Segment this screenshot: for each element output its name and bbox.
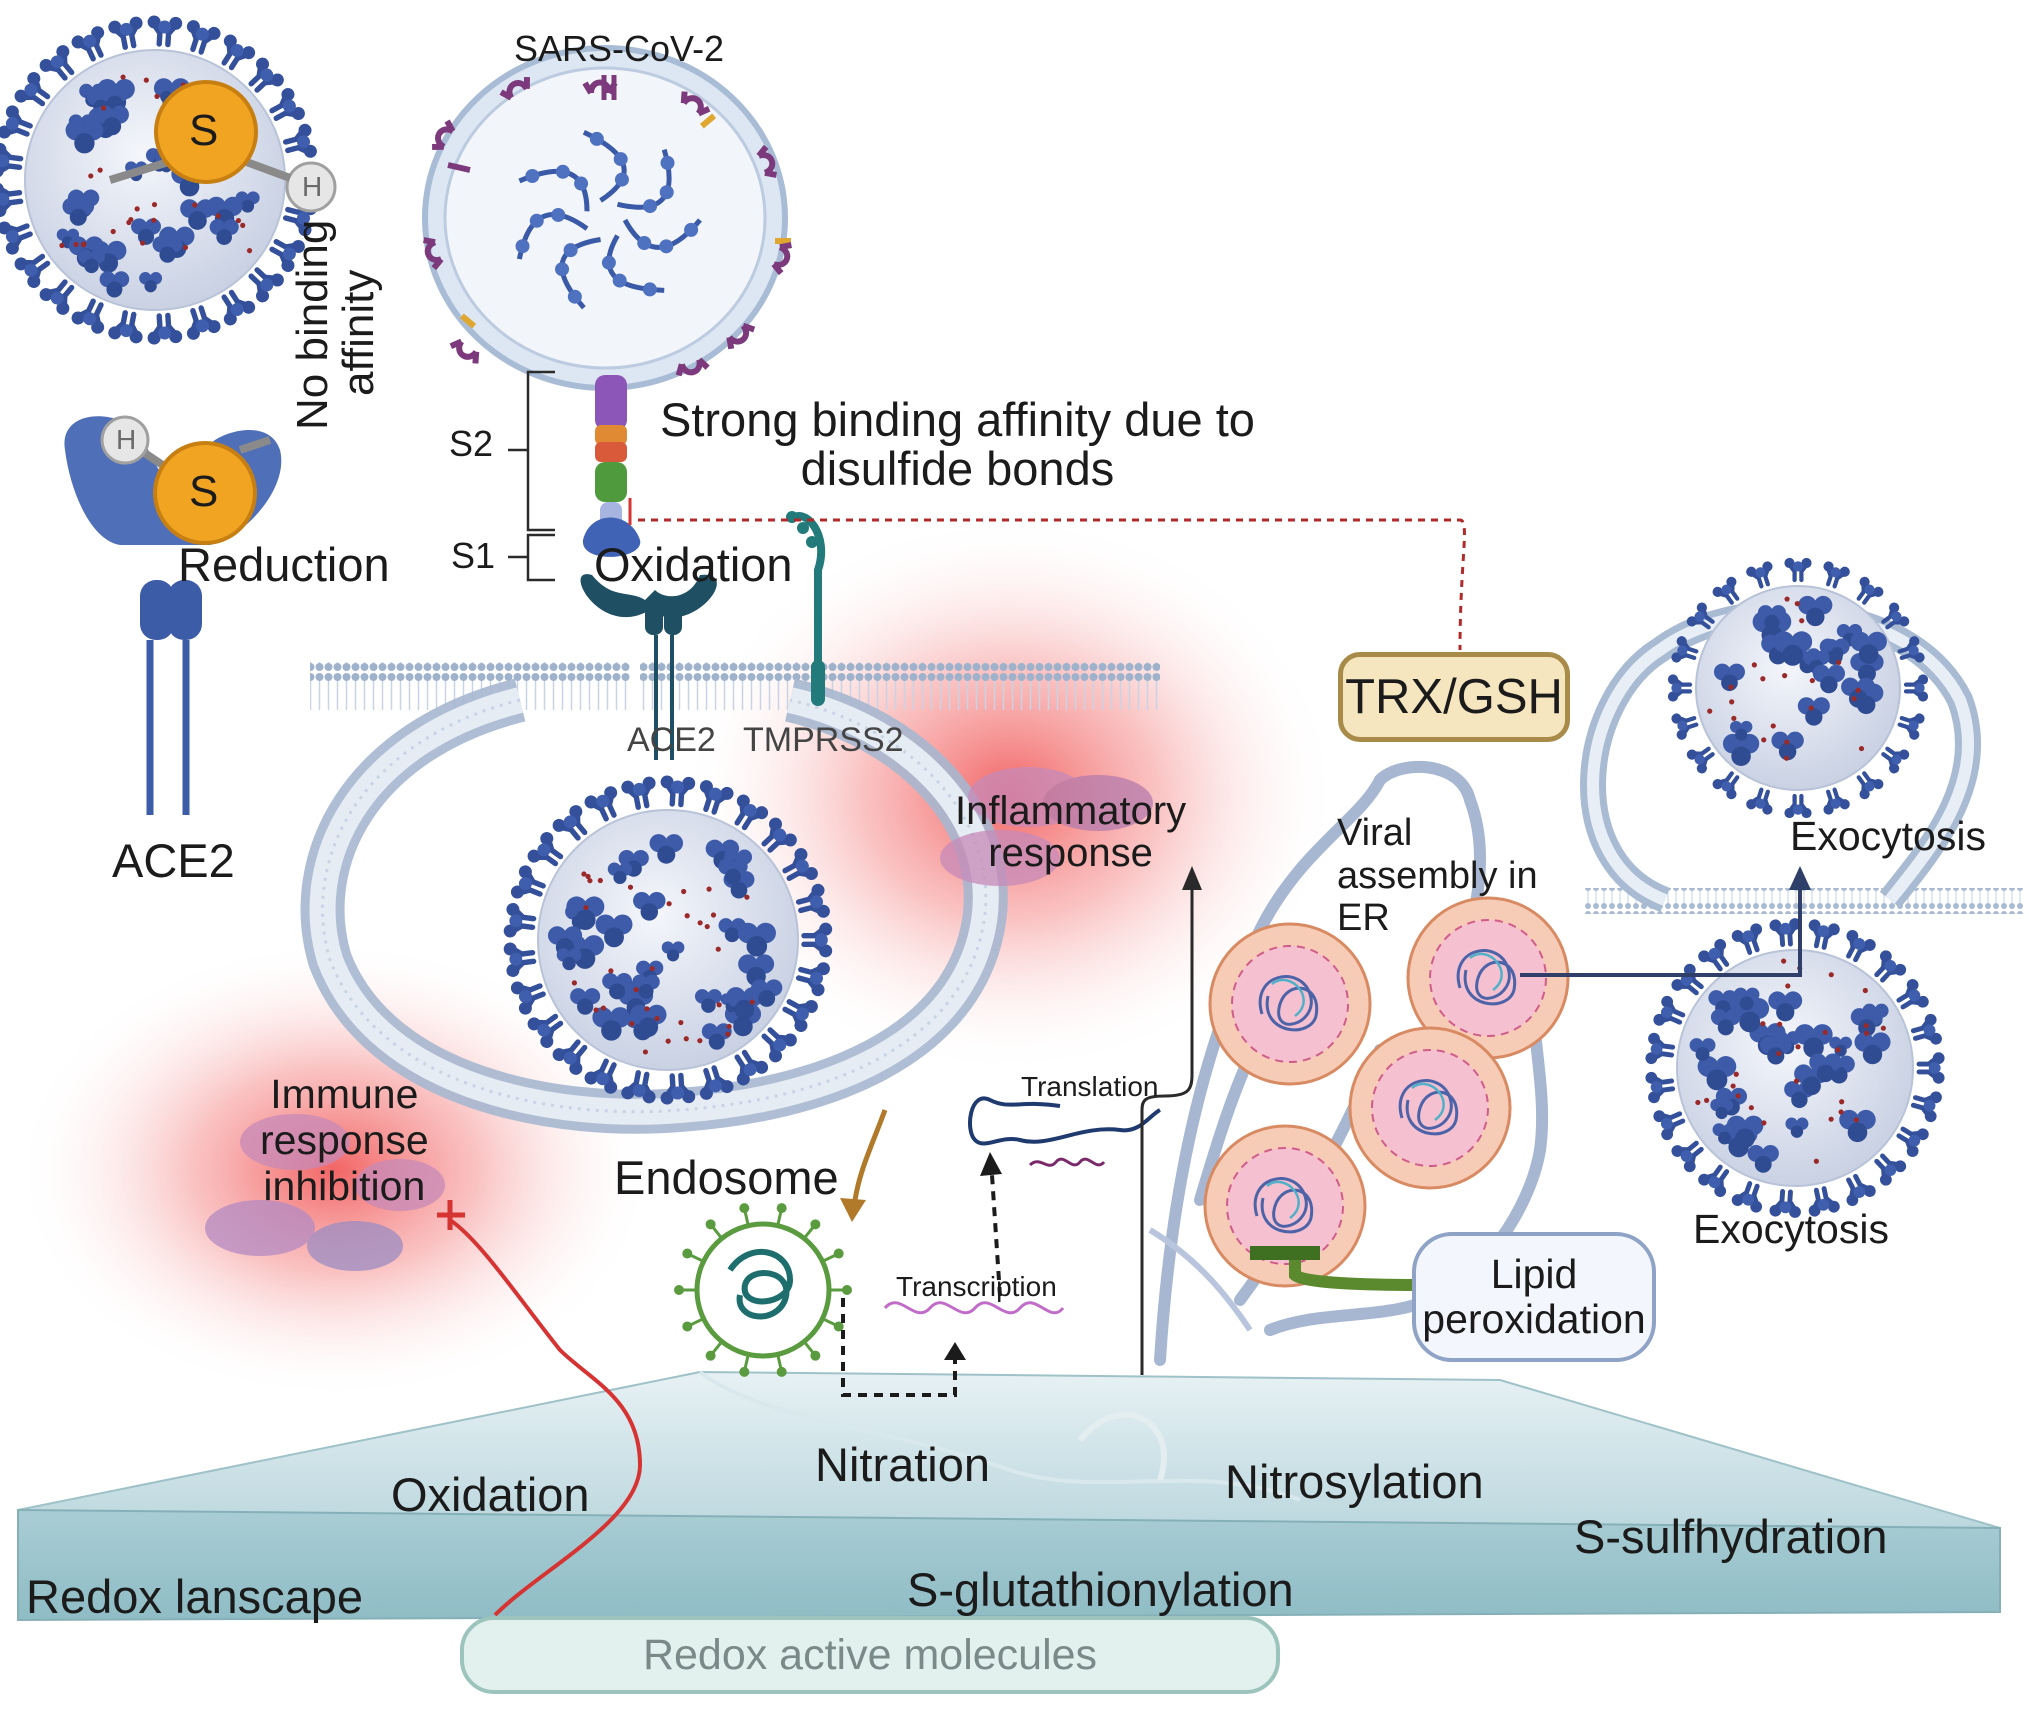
lipid-line1: Lipid bbox=[1490, 1250, 1578, 1297]
strong-binding-line2: disulfide bonds bbox=[800, 442, 1115, 496]
translation-label: Translation bbox=[1021, 1071, 1159, 1102]
immune-cells-right bbox=[940, 767, 1153, 886]
transcription-rna bbox=[883, 1301, 1065, 1315]
hydrogen-atom-upper bbox=[285, 161, 337, 213]
sulfur-symbol-upper: S bbox=[189, 106, 219, 155]
immune-line1: Immune bbox=[270, 1071, 419, 1117]
landscape-oxidation: Oxidation bbox=[391, 1468, 590, 1521]
hydrogen-atom-lower bbox=[100, 415, 150, 465]
ace2-bound-receptor bbox=[580, 574, 717, 760]
hydrogen-symbol-lower: H bbox=[116, 424, 137, 455]
viral-assembly-line1: Viral bbox=[1337, 812, 1413, 854]
exocytosis-bottom-label: Exocytosis bbox=[1693, 1206, 1889, 1252]
redox-landscape bbox=[17, 1370, 2001, 1622]
translation-rna bbox=[1028, 1157, 1106, 1167]
virion-endosome bbox=[503, 775, 832, 1105]
exocytosis-top-label: Exocytosis bbox=[1790, 813, 1986, 859]
immune-cells-left bbox=[205, 1114, 445, 1271]
redox-molecules-label: Redox active molecules bbox=[642, 1630, 1098, 1679]
landscape-redox-lanscape: Redox lanscape bbox=[26, 1570, 364, 1623]
tmprss2-receptor bbox=[786, 511, 826, 706]
no-binding-affinity-label: No binding affinity bbox=[288, 219, 384, 430]
er-vesicle-4 bbox=[1203, 1124, 1367, 1288]
reduction-label: Reduction bbox=[178, 538, 390, 591]
sars-cov-2-particle bbox=[422, 45, 791, 391]
lipid-peroxidation-box: Lipid peroxidation bbox=[1412, 1232, 1656, 1362]
inflammatory-line2: response bbox=[988, 831, 1153, 875]
translation-protein bbox=[968, 1096, 1162, 1146]
ace2-membrane-label: ACE2 bbox=[627, 721, 716, 759]
no-binding-line2: affinity bbox=[334, 269, 384, 396]
er-edge bbox=[1148, 1227, 1253, 1332]
er-vesicle-3 bbox=[1348, 1026, 1512, 1190]
hydrogen-symbol-upper: H bbox=[302, 171, 323, 202]
strong-binding-label: Strong binding affinity due to disulfide… bbox=[660, 395, 1255, 494]
redox-molecules-box: Redox active molecules bbox=[460, 1616, 1280, 1694]
oxidation-label: Oxidation bbox=[594, 538, 793, 591]
sulfur-atom-upper bbox=[154, 80, 258, 184]
viral-assembly-label: Viral assembly in ER bbox=[1337, 812, 1538, 940]
virion-exocytosis-top bbox=[1668, 558, 1928, 818]
strong-binding-line1: Strong binding affinity due to bbox=[660, 393, 1255, 446]
process-arrows bbox=[437, 498, 1811, 1617]
s2-label: S2 bbox=[449, 423, 494, 464]
envelope-spikes bbox=[423, 77, 792, 377]
lipid-line2: peroxidation bbox=[1422, 1296, 1646, 1342]
viral-assembly-line2: assembly in bbox=[1337, 854, 1538, 897]
spike-protein bbox=[582, 375, 641, 557]
s1-label: S1 bbox=[451, 535, 496, 576]
virion-group bbox=[0, 15, 1945, 1218]
immune-inhibition-label: Immune response inhibition bbox=[260, 1071, 429, 1210]
immune-line2: response bbox=[260, 1116, 429, 1163]
virion-exocytosis-bottom bbox=[1645, 918, 1945, 1219]
sulfur-symbol-lower: S bbox=[189, 467, 219, 516]
sulfur-atom-lower bbox=[153, 441, 257, 545]
trx-gsh-label: TRX/GSH bbox=[1345, 670, 1563, 724]
tmprss2-label: TMPRSS2 bbox=[743, 721, 904, 759]
immune-line3: inhibition bbox=[263, 1162, 426, 1209]
transcription-label: Transcription bbox=[896, 1271, 1057, 1302]
virion-top-left bbox=[0, 15, 319, 345]
landscape-s-sulfhydration: S-sulfhydration bbox=[1574, 1510, 1888, 1563]
landscape-nitration: Nitration bbox=[815, 1438, 991, 1491]
ace2-left-label: ACE2 bbox=[112, 834, 235, 887]
no-binding-line1: No binding bbox=[288, 219, 337, 430]
inflammatory-response-label: Inflammatory response bbox=[955, 790, 1186, 874]
endosome-label: Endosome bbox=[614, 1151, 839, 1204]
spike-subunit-brackets bbox=[508, 370, 555, 582]
trx-gsh-box: TRX/GSH bbox=[1338, 652, 1570, 742]
inflammation-glow-left bbox=[15, 940, 655, 1400]
inflammatory-line1: Inflammatory bbox=[955, 789, 1187, 833]
sh-bond-upper-2 bbox=[108, 156, 177, 184]
virus-title: SARS-CoV-2 bbox=[514, 28, 725, 69]
viral-assembly-line3: ER bbox=[1337, 897, 1390, 940]
landscape-s-glutathionylation: S-glutathionylation bbox=[907, 1563, 1294, 1616]
landscape-nitrosylation: Nitrosylation bbox=[1225, 1455, 1484, 1508]
er-vesicle-1 bbox=[1208, 922, 1372, 1086]
released-genome bbox=[674, 1203, 852, 1377]
